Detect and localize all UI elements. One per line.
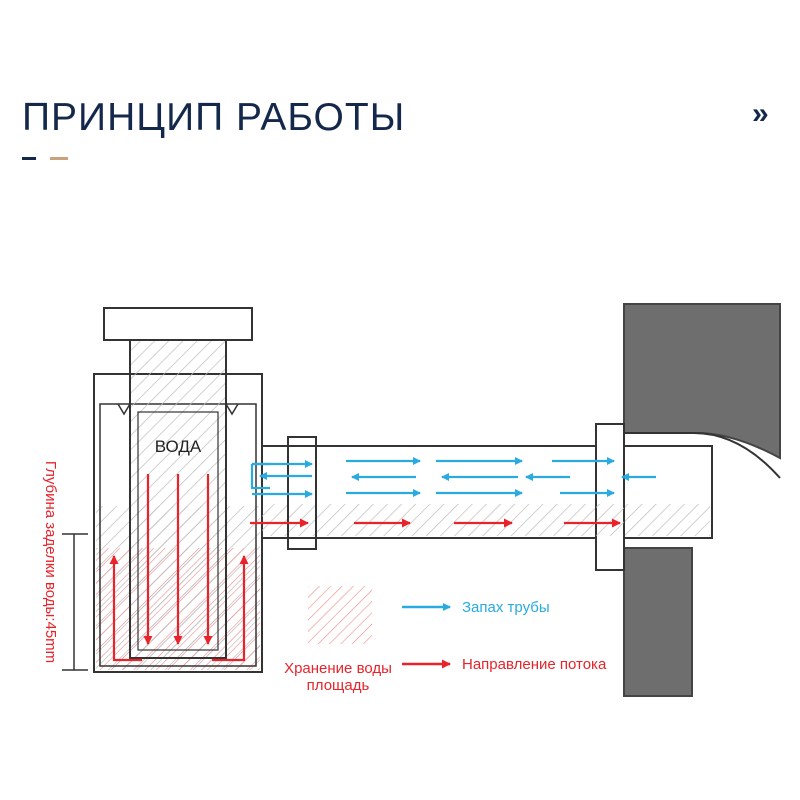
odor-arrows: [250, 457, 656, 498]
flow-arrows: [109, 474, 621, 662]
page-title: ПРИНЦИП РАБОТЫ: [22, 96, 406, 139]
legend: Хранение воды площадь Запах трубы Направ…: [284, 586, 607, 694]
title-underline-accent: [50, 157, 68, 160]
legend-storage-line2: площадь: [307, 677, 370, 694]
depth-label: Глубина заделки воды:45mm: [42, 461, 59, 663]
legend-flow-label: Направление потока: [462, 656, 607, 673]
double-chevron-right-icon[interactable]: »: [752, 97, 769, 130]
title-underline-dark: [22, 157, 36, 160]
legend-storage-line1: Хранение воды: [284, 660, 392, 677]
legend-storage-swatch: [308, 586, 372, 644]
depth-dimension: [62, 533, 88, 671]
water-label: ВОДА: [155, 437, 202, 456]
wall: [623, 303, 781, 697]
legend-odor-label: Запах трубы: [462, 599, 550, 616]
